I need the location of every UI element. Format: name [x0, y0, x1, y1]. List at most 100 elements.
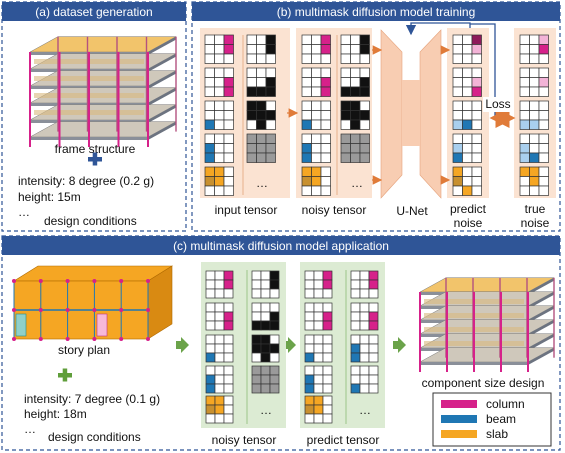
application-tensor-grids: ……: [205, 270, 379, 424]
panel-b-header: [192, 2, 560, 21]
tensor-grid: [204, 67, 234, 97]
arrow-loss-feedback: [470, 23, 496, 118]
grid-cell: [350, 119, 361, 130]
grid-cell: [223, 143, 234, 154]
grid-cell: [205, 383, 216, 394]
grid-cell: [223, 53, 234, 64]
grid-cell: [204, 185, 215, 196]
grid-cell: [214, 110, 225, 121]
grid-cell: [301, 67, 312, 78]
grid-cell: [322, 374, 333, 385]
grid-cell: [368, 365, 379, 376]
grid-cell: [462, 119, 473, 130]
legend-slab-label: slab: [486, 427, 508, 441]
loss-label: Loss: [485, 97, 510, 111]
grid-cell: [538, 34, 549, 45]
grid-cell: [223, 100, 234, 111]
grid-cell: [313, 320, 324, 331]
grid-cell: [246, 110, 257, 121]
story-plan-label: story plan: [58, 343, 110, 357]
grid-cell: [320, 166, 331, 177]
grid-cell: [214, 288, 225, 299]
tensor-grid: [304, 270, 333, 299]
grid-cell: [223, 67, 234, 78]
grid-cell: [265, 44, 276, 55]
grid-cell: [205, 352, 216, 363]
grid-cell: [538, 86, 549, 97]
panel-c-title: (c) multimask diffusion model applicatio…: [173, 239, 389, 253]
beam: [528, 305, 554, 323]
grid-cell: [359, 288, 370, 299]
grid-cell: [205, 374, 216, 385]
grid-cell: [301, 185, 312, 196]
tensor-grid: [340, 133, 370, 163]
column: [119, 279, 124, 283]
grid-cell: [265, 119, 276, 130]
grid-cell: [359, 119, 370, 130]
legend-swatch-beam: [441, 415, 477, 423]
grid-cell: [462, 185, 473, 196]
grid-cell: [204, 77, 215, 88]
grid-cell: [359, 143, 370, 154]
grid-cell: [340, 143, 351, 154]
grid-cell: [265, 34, 276, 45]
grid-cell: [301, 143, 312, 154]
grid-cell: [256, 100, 267, 111]
grid-cell: [269, 365, 280, 376]
grid-cell: [350, 279, 361, 290]
grid-cell: [350, 302, 361, 313]
grid-cell: [368, 302, 379, 313]
grid-cell: [350, 110, 361, 121]
grid-cell: [265, 152, 276, 163]
grid-cell: [368, 374, 379, 385]
grid-cell: [350, 383, 361, 394]
grid-cell: [246, 133, 257, 144]
grid-cell: [214, 143, 225, 154]
grid-cell: [301, 110, 312, 121]
grid-cell: [350, 343, 361, 354]
grid-cell: [251, 311, 262, 322]
grid-cell: [311, 110, 322, 121]
ellipsis-dots: …: [359, 403, 371, 417]
tensor-grid: [246, 67, 276, 97]
grid-cell: [214, 133, 225, 144]
grid-cell: [471, 77, 482, 88]
tensor-grid: [205, 334, 234, 363]
grid-cell: [246, 86, 257, 97]
grid-cell: [246, 152, 257, 163]
grid-cell: [320, 110, 331, 121]
tensor-grid: [452, 166, 482, 196]
grid-cell: [311, 100, 322, 111]
grid-cell: [359, 100, 370, 111]
grid-cell: [368, 311, 379, 322]
grid-cell: [251, 374, 262, 385]
grid-cell: [452, 100, 463, 111]
grid-cell: [529, 143, 540, 154]
panel-b-title: (b) multimask diffusion model training: [277, 5, 476, 19]
design-conditions-text-c: design conditions: [48, 430, 141, 444]
grid-cell: [359, 44, 370, 55]
grid-cell: [368, 383, 379, 394]
grid-cell: [471, 44, 482, 55]
grid-cell: [223, 374, 234, 385]
tensor-grid: [519, 166, 549, 196]
grid-cell: [340, 67, 351, 78]
grid-cell: [269, 279, 280, 290]
grid-cell: [313, 404, 324, 415]
grid-cell: [214, 320, 225, 331]
grid-cell: [214, 166, 225, 177]
tensor-grid: [452, 133, 482, 163]
grid-cell: [350, 352, 361, 363]
grid-cell: [311, 185, 322, 196]
grid-cell: [350, 100, 361, 111]
panel-c-header: [2, 236, 560, 255]
grid-cell: [538, 77, 549, 88]
tensor-grid: [251, 334, 280, 363]
grid-cell: [452, 176, 463, 187]
grid-cell: [519, 166, 530, 177]
story-plan-illustration: [12, 265, 174, 341]
grid-cell: [256, 119, 267, 130]
grid-cell: [214, 334, 225, 345]
grid-cell: [359, 383, 370, 394]
legend-column-label: column: [486, 397, 525, 411]
